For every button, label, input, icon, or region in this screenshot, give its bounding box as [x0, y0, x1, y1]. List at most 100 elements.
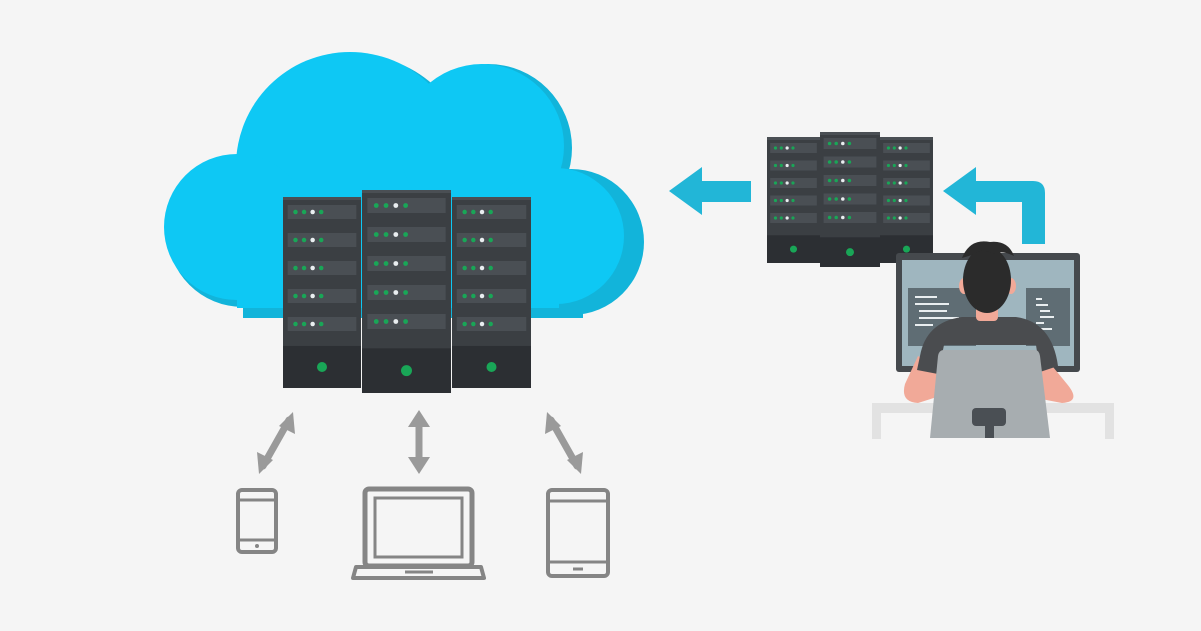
- status-led: [479, 265, 485, 271]
- status-led: [318, 237, 324, 243]
- status-led: [383, 203, 389, 208]
- status-led: [479, 237, 485, 243]
- status-led: [892, 198, 896, 203]
- status-led: [779, 163, 783, 168]
- status-led: [847, 215, 852, 220]
- status-led: [403, 290, 409, 295]
- status-led: [310, 237, 315, 243]
- status-led: [841, 141, 845, 146]
- power-led: [401, 365, 412, 377]
- status-led: [892, 146, 896, 150]
- status-led: [841, 215, 845, 220]
- status-led: [886, 181, 891, 185]
- status-led: [847, 160, 852, 164]
- status-led: [393, 203, 399, 208]
- status-led: [834, 141, 838, 146]
- status-led: [383, 232, 389, 237]
- tablet-icon: [546, 488, 610, 578]
- status-led: [779, 181, 783, 185]
- status-led: [462, 209, 467, 215]
- status-led: [785, 181, 789, 185]
- status-led: [847, 197, 852, 201]
- status-led: [886, 146, 891, 150]
- upload-arrow-icon: [669, 167, 751, 215]
- status-led: [898, 198, 902, 203]
- status-led: [462, 237, 467, 243]
- sync-arrow-laptop-icon: [408, 410, 430, 474]
- status-led: [827, 178, 832, 183]
- status-led: [785, 198, 789, 203]
- status-led: [827, 215, 832, 220]
- status-led: [293, 321, 298, 327]
- status-led: [847, 178, 852, 183]
- status-led: [773, 146, 778, 150]
- status-led: [471, 265, 476, 271]
- status-led: [791, 146, 795, 150]
- status-led: [892, 181, 896, 185]
- laptop-icon: [351, 486, 486, 580]
- status-led: [471, 237, 476, 243]
- status-led: [488, 237, 493, 243]
- status-led: [471, 209, 476, 215]
- status-led: [904, 181, 908, 185]
- status-led: [293, 265, 298, 271]
- status-led: [904, 163, 908, 168]
- status-led: [462, 265, 467, 271]
- status-led: [488, 321, 493, 327]
- status-led: [310, 293, 315, 299]
- status-led: [841, 197, 845, 201]
- status-led: [318, 321, 324, 327]
- status-led: [785, 216, 789, 220]
- power-led: [486, 361, 497, 372]
- status-led: [892, 216, 896, 220]
- status-led: [898, 146, 902, 150]
- status-led: [827, 160, 832, 164]
- status-led: [318, 265, 324, 271]
- status-led: [403, 261, 409, 266]
- status-led: [373, 290, 379, 295]
- server-rack-icon: [362, 190, 451, 393]
- status-led: [310, 321, 315, 327]
- status-led: [373, 232, 379, 237]
- status-led: [479, 209, 485, 215]
- status-led: [773, 163, 778, 168]
- status-led: [318, 209, 324, 215]
- main-server-group: [283, 190, 531, 393]
- status-led: [301, 237, 307, 243]
- power-led: [790, 245, 797, 253]
- smartphone-icon: [236, 488, 278, 554]
- status-led: [293, 209, 298, 215]
- status-led: [393, 232, 399, 237]
- status-led: [904, 216, 908, 220]
- status-led: [488, 265, 493, 271]
- status-led: [462, 293, 467, 299]
- status-led: [841, 160, 845, 164]
- status-led: [827, 141, 832, 146]
- status-led: [383, 319, 389, 324]
- server-rack-icon: [452, 197, 531, 388]
- status-led: [898, 181, 902, 185]
- status-led: [827, 197, 832, 201]
- status-led: [301, 293, 307, 299]
- status-led: [373, 203, 379, 208]
- status-led: [393, 261, 399, 266]
- server-rack-icon: [767, 137, 820, 263]
- status-led: [293, 237, 298, 243]
- deploy-arrow-icon: [943, 167, 1045, 244]
- status-led: [791, 198, 795, 203]
- sync-arrow-tablet-icon: [545, 412, 583, 474]
- status-led: [785, 163, 789, 168]
- status-led: [488, 209, 493, 215]
- power-led: [846, 248, 854, 257]
- status-led: [403, 232, 409, 237]
- status-led: [886, 216, 891, 220]
- status-led: [393, 319, 399, 324]
- status-led: [773, 198, 778, 203]
- status-led: [479, 293, 485, 299]
- sync-arrow-phone-icon: [257, 412, 295, 474]
- status-led: [773, 181, 778, 185]
- power-led: [317, 361, 327, 372]
- status-led: [383, 261, 389, 266]
- status-led: [904, 198, 908, 203]
